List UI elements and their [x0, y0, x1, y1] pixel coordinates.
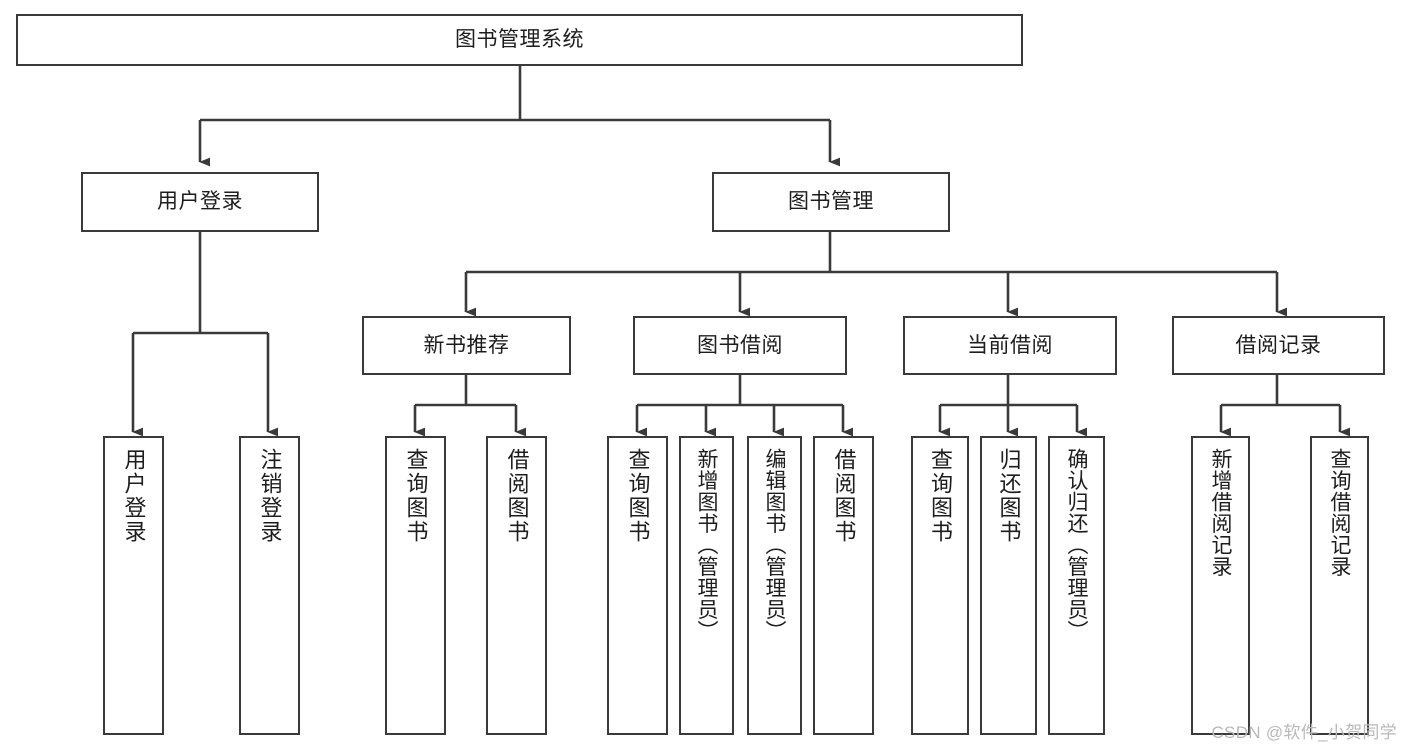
node-leaf-rec-borrow-label: 借阅图书: [504, 448, 530, 544]
node-leaf-rec-query[interactable]: 查询图书: [385, 436, 446, 735]
node-leaf-borrow-edit-label: 编辑图书（管理员）: [763, 448, 786, 642]
node-leaf-cur-confirm-label: 确认归还（管理员）: [1065, 448, 1088, 642]
node-borrow-record-label: 借阅记录: [1235, 333, 1322, 357]
node-new-book-rec-label: 新书推荐: [423, 333, 510, 357]
watermark-text: CSDN @软件_小贺同学: [1211, 723, 1397, 742]
node-leaf-borrow-borrow-label: 借阅图书: [831, 448, 857, 544]
node-leaf-borrow-add-label: 新增图书（管理员）: [695, 448, 718, 642]
node-new-book-rec[interactable]: 新书推荐: [362, 316, 571, 375]
node-leaf-user-login-label: 用户登录: [121, 448, 147, 544]
node-root-label: 图书管理系统: [455, 28, 584, 52]
node-leaf-rec-borrow[interactable]: 借阅图书: [486, 436, 547, 735]
node-leaf-user-logout[interactable]: 注销登录: [239, 436, 300, 735]
node-leaf-rec-query-label: 查询图书: [403, 448, 429, 544]
node-root[interactable]: 图书管理系统: [16, 14, 1023, 66]
node-leaf-rec-add-label: 新增借阅记录: [1209, 448, 1232, 577]
node-leaf-user-logout-label: 注销登录: [257, 448, 283, 544]
node-leaf-cur-return[interactable]: 归还图书: [980, 436, 1037, 735]
node-leaf-borrow-add[interactable]: 新增图书（管理员）: [679, 436, 734, 735]
node-leaf-cur-confirm[interactable]: 确认归还（管理员）: [1048, 436, 1105, 735]
node-user-login[interactable]: 用户登录: [81, 172, 319, 232]
node-current-borrow[interactable]: 当前借阅: [903, 316, 1117, 375]
node-current-borrow-label: 当前借阅: [967, 333, 1053, 357]
node-borrow-record[interactable]: 借阅记录: [1172, 316, 1385, 375]
node-book-manage[interactable]: 图书管理: [712, 172, 950, 232]
node-leaf-rec-add[interactable]: 新增借阅记录: [1191, 436, 1250, 735]
node-book-borrow[interactable]: 图书借阅: [633, 316, 847, 375]
node-leaf-user-login[interactable]: 用户登录: [103, 436, 164, 735]
node-leaf-cur-query-label: 查询图书: [928, 448, 953, 544]
node-leaf-borrow-query[interactable]: 查询图书: [607, 436, 668, 735]
node-leaf-rec-search-label: 查询借阅记录: [1328, 448, 1351, 577]
node-leaf-rec-search[interactable]: 查询借阅记录: [1310, 436, 1369, 735]
node-book-manage-label: 图书管理: [788, 190, 874, 214]
node-leaf-borrow-edit[interactable]: 编辑图书（管理员）: [747, 436, 802, 735]
node-leaf-cur-return-label: 归还图书: [996, 448, 1022, 544]
node-user-login-label: 用户登录: [157, 190, 243, 214]
node-leaf-cur-query[interactable]: 查询图书: [911, 436, 969, 735]
node-leaf-borrow-borrow[interactable]: 借阅图书: [813, 436, 874, 735]
node-leaf-borrow-query-label: 查询图书: [625, 448, 651, 544]
node-book-borrow-label: 图书借阅: [697, 333, 783, 357]
